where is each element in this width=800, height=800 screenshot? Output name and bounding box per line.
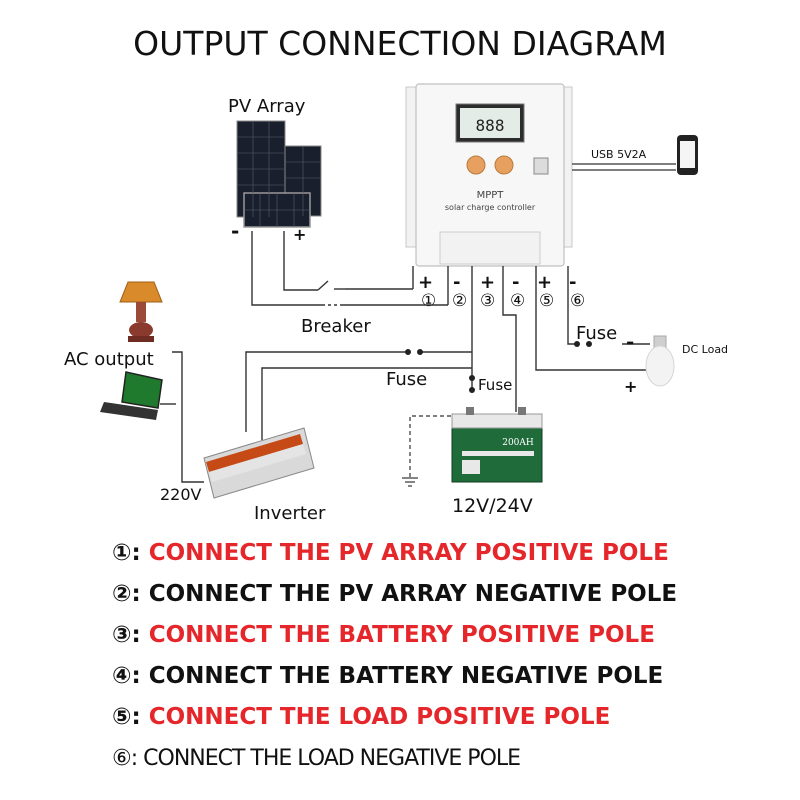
ground-symbol [402, 415, 458, 487]
terminal-4-sign: - [512, 272, 519, 293]
phone-icon [677, 135, 698, 175]
voltage-220-label: 220V [160, 485, 202, 504]
solar-panel-icon [236, 120, 322, 228]
dc-load-plus: + [624, 377, 637, 396]
dc-load: - + DC Load [624, 330, 728, 396]
fuse-icon [405, 341, 592, 393]
breaker-label: Breaker [301, 316, 371, 337]
legend-item-1: ①: CONNECT THE PV ARRAY POSITIVE POLE [112, 533, 752, 574]
controller-subtitle: solar charge controller [445, 203, 536, 212]
fuse-load-label: Fuse [576, 323, 617, 344]
lamp-icon [119, 281, 163, 342]
legend-item-3: ③: CONNECT THE BATTERY POSITIVE POLE [112, 615, 752, 656]
lcd-readout: 888 [476, 116, 505, 135]
legend-text: CONNECT THE LOAD NEGATIVE POLE [143, 746, 521, 771]
usb-label: USB 5V2A [591, 148, 647, 161]
inverter [203, 427, 315, 499]
dc-load-label: DC Load [682, 343, 728, 356]
legend-item-5: ⑤: CONNECT THE LOAD POSITIVE POLE [112, 697, 752, 738]
terminal-3-number: ③ [480, 291, 495, 311]
legend-number: ②: [112, 581, 141, 607]
terminal-5-number: ⑤ [539, 291, 554, 311]
legend-text: CONNECT THE BATTERY POSITIVE POLE [148, 622, 655, 648]
legend-text: CONNECT THE BATTERY NEGATIVE POLE [148, 663, 664, 689]
legend-number: ⑥: [112, 746, 138, 771]
usb-port-icon [533, 157, 549, 175]
legend-number: ⑤: [112, 704, 141, 730]
battery-voltage-label: 12V/24V [452, 495, 533, 517]
pv-plus-sign: + [293, 225, 306, 244]
laptop-icon [100, 371, 163, 420]
battery-capacity-label: 200AH [502, 438, 534, 448]
pv-array: PV Array - + [228, 96, 322, 244]
terminal-labels: + - + - + - ① ② ③ ④ ⑤ ⑥ [418, 272, 585, 311]
legend-item-6: ⑥: CONNECT THE LOAD NEGATIVE POLE [112, 738, 752, 779]
legend-number: ③: [112, 622, 141, 648]
light-bulb-icon [645, 335, 675, 387]
usb-output: USB 5V2A [572, 135, 698, 175]
legend-item-2: ②: CONNECT THE PV ARRAY NEGATIVE POLE [112, 574, 752, 615]
wiring [160, 231, 655, 483]
legend-number: ④: [112, 663, 141, 689]
controller-button-left [466, 155, 486, 175]
fuse-inverter-label: Fuse [386, 369, 427, 390]
mppt-label: MPPT [477, 190, 505, 201]
charge-controller: 888 MPPT solar charge controller [405, 83, 573, 267]
terminal-5-sign: + [537, 272, 552, 293]
legend-item-4: ④: CONNECT THE BATTERY NEGATIVE POLE [112, 656, 752, 697]
controller-body [415, 83, 565, 267]
fuse-battery-label: Fuse [478, 376, 512, 394]
controller-button-right [494, 155, 514, 175]
ac-output: AC output [64, 281, 163, 420]
terminal-2-number: ② [452, 291, 467, 311]
terminal-3-sign: + [480, 272, 495, 293]
battery: 200AH [451, 407, 543, 483]
terminal-2-sign: - [453, 272, 460, 293]
legend-text: CONNECT THE PV ARRAY NEGATIVE POLE [148, 581, 678, 607]
terminal-1-sign: + [418, 272, 433, 293]
terminal-block [439, 231, 541, 265]
page-title: OUTPUT CONNECTION DIAGRAM [133, 24, 667, 63]
legend-text: CONNECT THE LOAD POSITIVE POLE [148, 704, 611, 730]
dc-load-minus: - [626, 330, 634, 354]
pv-array-label: PV Array [228, 96, 306, 117]
legend-text: CONNECT THE PV ARRAY POSITIVE POLE [148, 540, 669, 566]
legend: ①: CONNECT THE PV ARRAY POSITIVE POLE ②:… [112, 533, 752, 779]
pv-minus-sign: - [231, 219, 239, 243]
terminal-6-number: ⑥ [570, 291, 585, 311]
terminal-6-sign: - [569, 272, 576, 293]
legend-number: ①: [112, 540, 141, 566]
terminal-1-number: ① [421, 291, 436, 311]
ac-output-label: AC output [64, 349, 154, 370]
terminal-4-number: ④ [510, 291, 525, 311]
inverter-label: Inverter [254, 503, 326, 524]
